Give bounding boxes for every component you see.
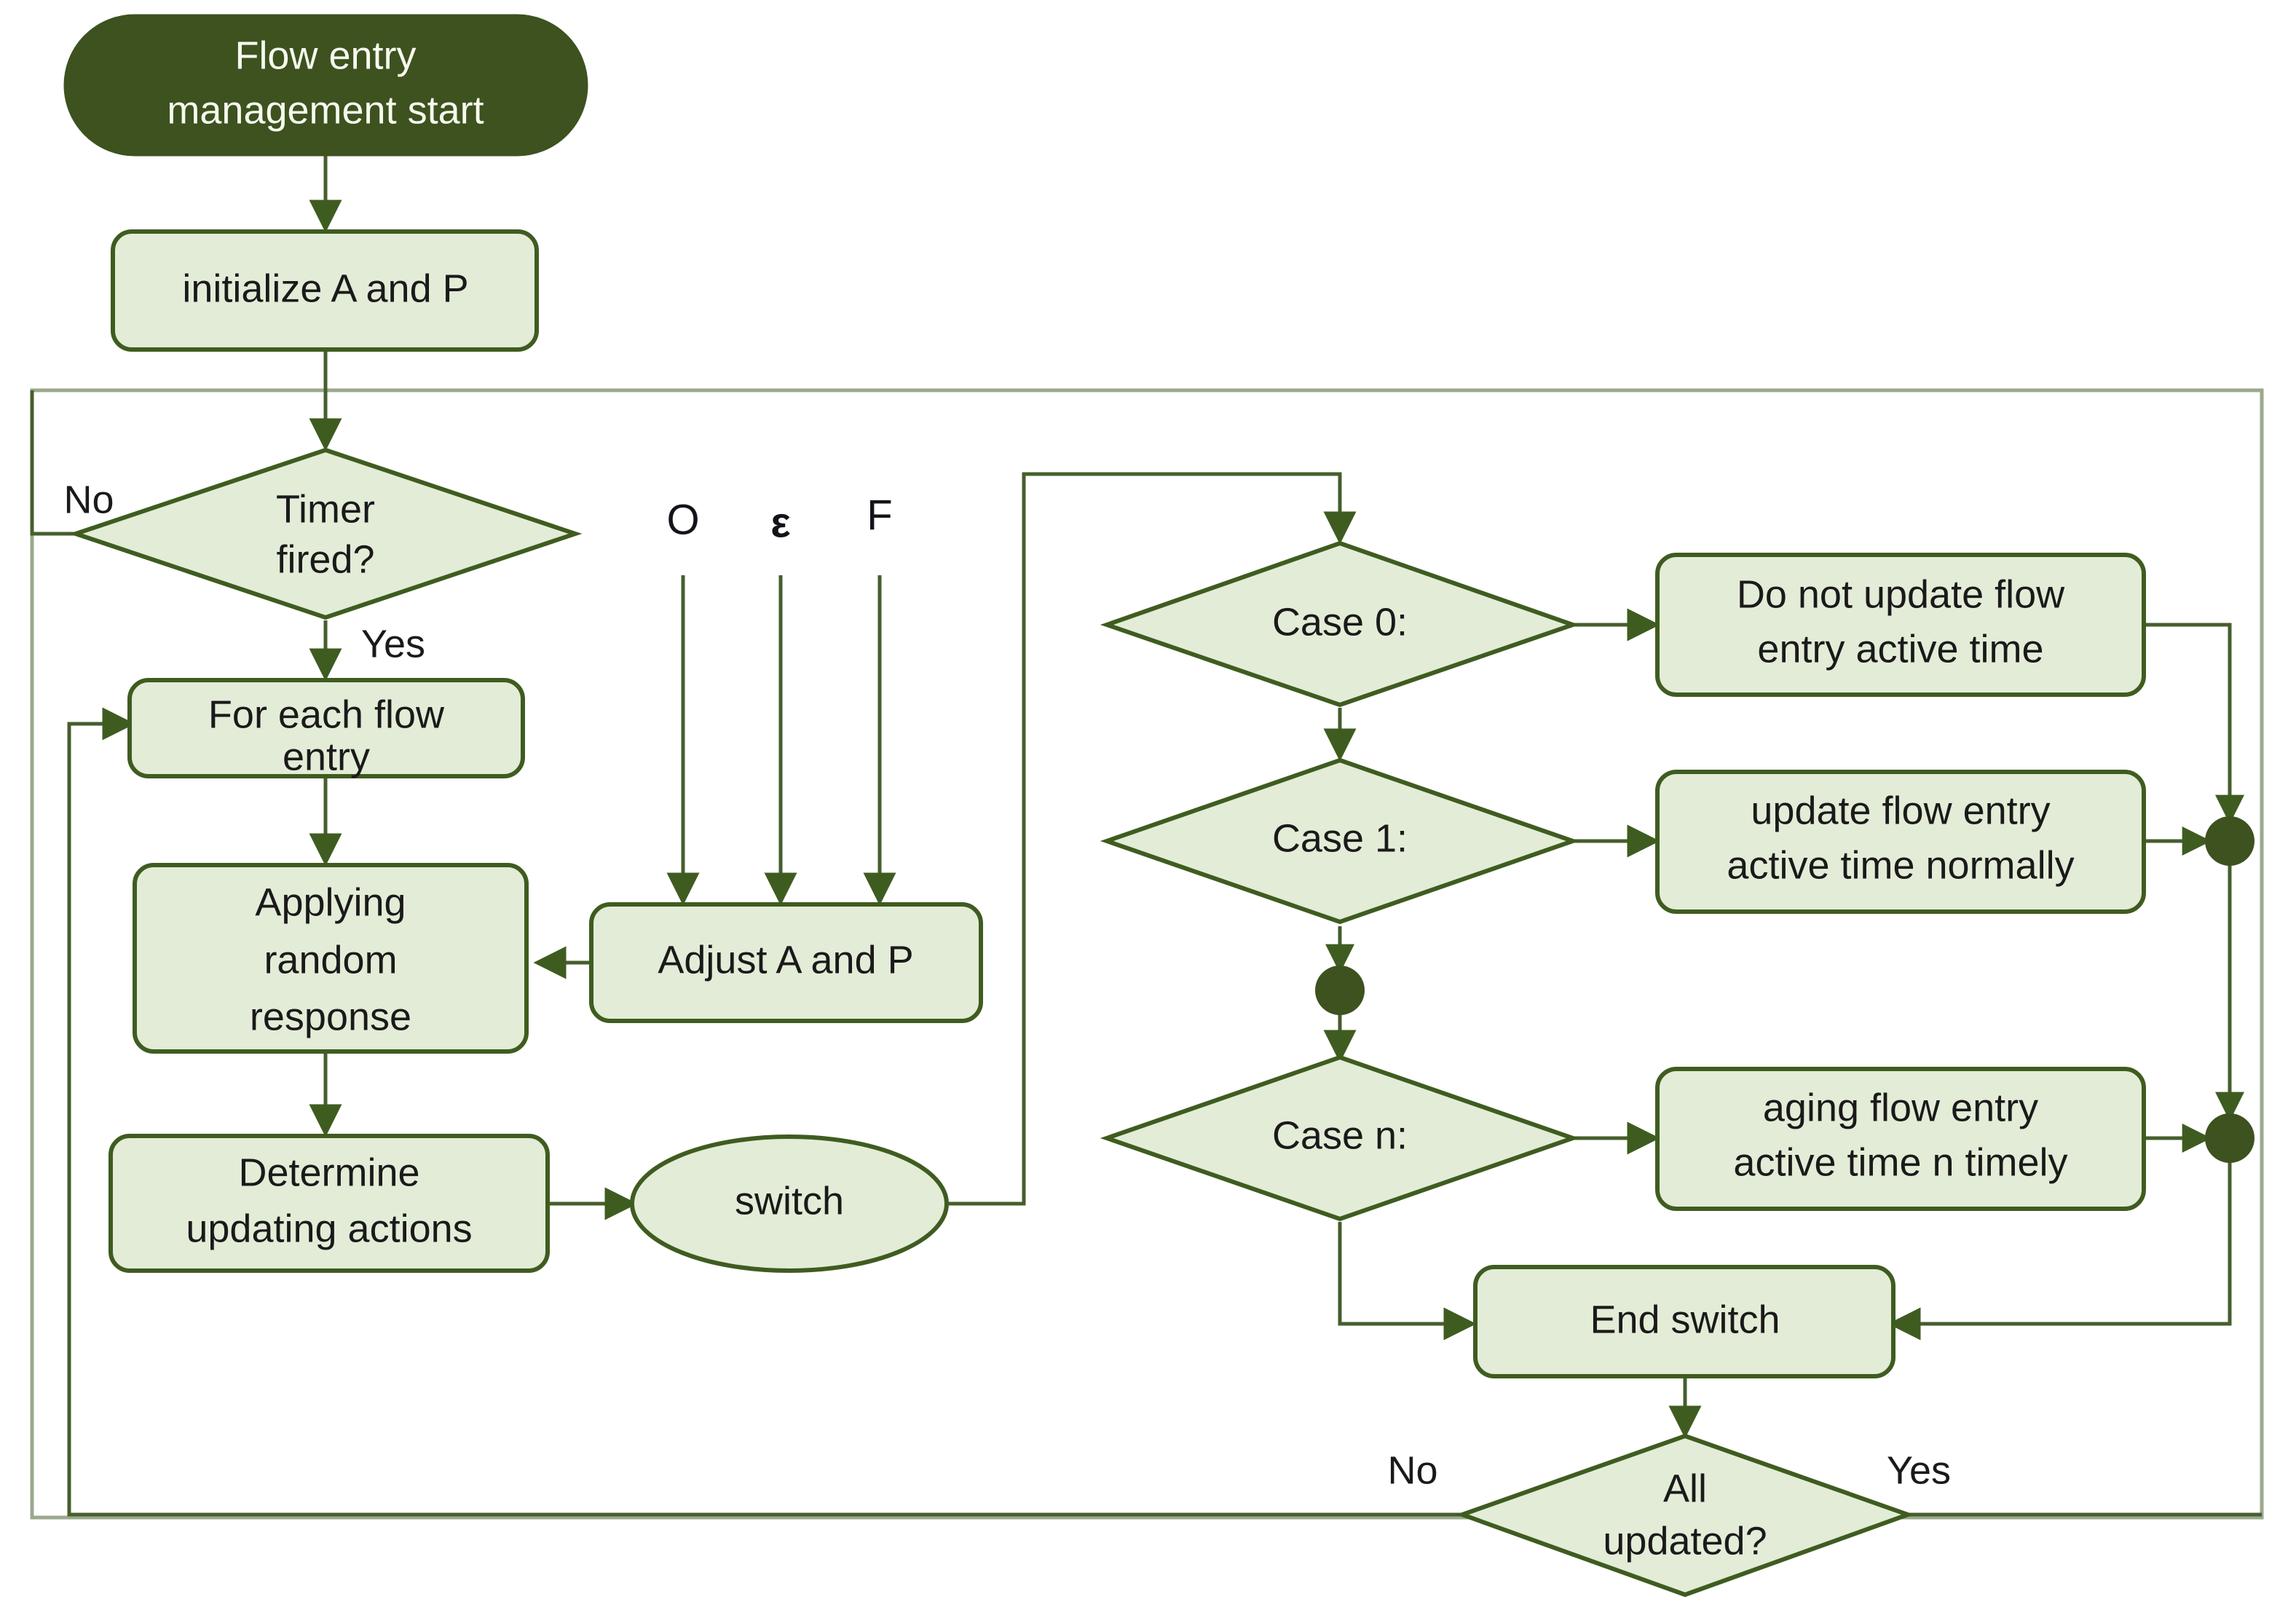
node-actionn-label-line1: aging flow entry — [1763, 1086, 2038, 1129]
edge-junction3-to-endswitch — [1887, 1160, 2232, 1341]
node-case-n[interactable]: Case n: — [1100, 1054, 1580, 1222]
node-initialize[interactable]: initialize A and P — [111, 229, 539, 352]
junction-dot-cases — [1315, 966, 1365, 1015]
node-switch-label: switch — [735, 1179, 844, 1223]
node-applying-label-line3: response — [250, 995, 411, 1038]
edge-switch-to-case0 — [947, 472, 1357, 1206]
input-label-f: F — [867, 492, 892, 539]
node-adjust-label: Adjust A and P — [658, 938, 913, 982]
node-case-0[interactable]: Case 0: — [1100, 540, 1580, 708]
node-initialize-label: initialize A and P — [182, 267, 468, 310]
node-start[interactable]: Flow entry management start — [63, 14, 588, 157]
node-case0-label: Case 0: — [1272, 600, 1408, 644]
loop-container — [30, 388, 2264, 1520]
node-action0-label-line1: Do not update flow — [1737, 572, 2065, 616]
edge-allupdated-no — [67, 707, 1462, 1517]
input-label-epsilon: ε — [770, 499, 791, 546]
node-timer-fired[interactable]: Timer fired? — [68, 447, 583, 620]
node-action-update-normally[interactable]: update flow entry active time normally — [1655, 770, 2146, 914]
node-applying-random-response[interactable]: Applying random response — [133, 863, 529, 1054]
node-casen-label: Case n: — [1272, 1113, 1408, 1157]
node-action-do-not-update[interactable]: Do not update flow entry active time — [1655, 553, 2146, 697]
node-start-label-line1: Flow entry — [234, 33, 416, 77]
node-for-each-label-line1: For each flow — [208, 692, 445, 736]
node-action1-label-line2: active time normally — [1727, 843, 2074, 887]
edge-action0-to-junction2 — [2141, 623, 2244, 824]
edge-label-timer-no: No — [63, 478, 114, 521]
node-switch[interactable]: switch — [630, 1134, 949, 1273]
node-action1-label-line1: update flow entry — [1751, 789, 2050, 832]
node-actionn-label-line2: active time n timely — [1733, 1140, 2067, 1184]
edge-label-timer-yes: Yes — [361, 622, 425, 666]
input-label-o: O — [666, 496, 699, 543]
node-action0-label-line2: entry active time — [1757, 627, 2043, 671]
node-end-switch-label: End switch — [1590, 1298, 1780, 1341]
node-action-aging[interactable]: aging flow entry active time n timely — [1655, 1067, 2146, 1211]
node-determine-updating-actions[interactable]: Determine updating actions — [109, 1134, 550, 1273]
node-timer-label-line2: fired? — [276, 537, 374, 581]
node-case1-label: Case 1: — [1272, 816, 1408, 860]
junction-dot-upper-right — [2205, 816, 2254, 866]
node-adjust-a-and-p[interactable]: Adjust A and P — [589, 902, 983, 1023]
node-all-updated-label-line1: All — [1663, 1467, 1707, 1510]
node-applying-label-line2: random — [264, 938, 397, 982]
node-case-1[interactable]: Case 1: — [1100, 757, 1580, 925]
edge-casen-to-endswitch — [1338, 1222, 1477, 1341]
node-for-each-label-line2: entry — [283, 735, 370, 778]
edge-label-allupdated-no: No — [1387, 1448, 1437, 1492]
node-all-updated[interactable]: All updated? — [1456, 1433, 1914, 1598]
edge-label-allupdated-yes: Yes — [1887, 1448, 1951, 1492]
node-determine-label-line2: updating actions — [186, 1207, 472, 1250]
node-for-each-flow-entry[interactable]: For each flow entry — [127, 678, 525, 778]
node-end-switch[interactable]: End switch — [1473, 1265, 1895, 1378]
node-applying-label-line1: Applying — [255, 880, 406, 924]
node-determine-label-line1: Determine — [238, 1151, 419, 1194]
node-all-updated-label-line2: updated? — [1603, 1519, 1767, 1563]
node-timer-label-line1: Timer — [276, 487, 375, 531]
node-start-label-line2: management start — [167, 88, 484, 132]
junction-dot-lower-right — [2205, 1113, 2254, 1163]
